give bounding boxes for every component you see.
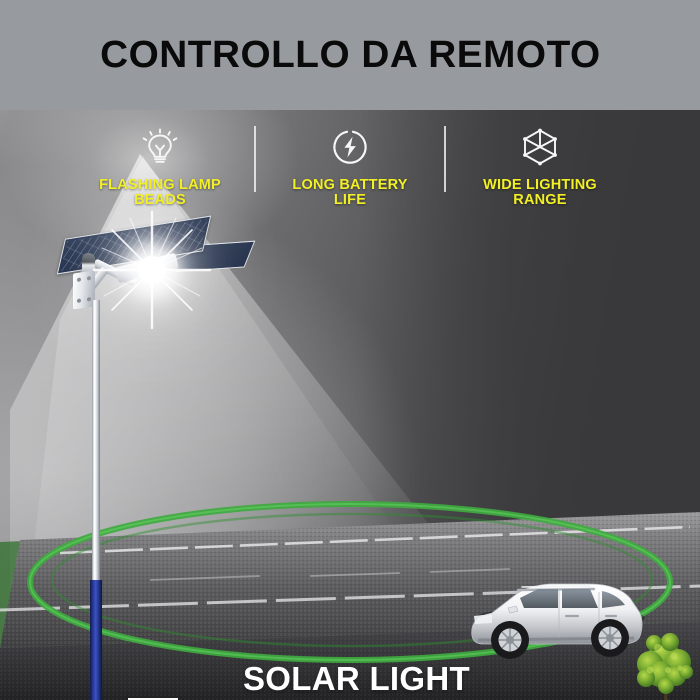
feature-label: FLASHING LAMP BEADS [99, 177, 221, 209]
feature-long-battery-life: LONG BATTERY LIFE [272, 122, 428, 208]
solar-light-wordmark: SOLAR LIGHT [243, 660, 470, 697]
feature-label: LONG BATTERY LIFE [292, 177, 408, 209]
feature-label-line1: FLASHING LAMP [99, 177, 221, 193]
feature-label: WIDE LIGHTING RANGE [483, 177, 597, 209]
lightbulb-icon [137, 122, 183, 172]
battery-bolt-icon [327, 122, 373, 172]
feature-divider [444, 126, 446, 192]
white-suv [471, 583, 643, 659]
green-check-sign [128, 698, 178, 700]
feature-label-line2: RANGE [513, 192, 567, 209]
feature-label-line2: LIFE [333, 192, 367, 209]
feature-label-line1: WIDE LIGHTING [483, 177, 597, 193]
feature-divider [254, 126, 256, 192]
feature-flashing-lamp-beads: FLASHING LAMP BEADS [82, 122, 238, 208]
feature-row: FLASHING LAMP BEADS LONG BATTERY LIFE [0, 122, 700, 222]
header-band: CONTROLLO DA REMOTO [0, 0, 700, 110]
light-flare-core [138, 256, 166, 284]
feature-label-line1: LONG BATTERY [292, 177, 408, 193]
check-sign-plate [128, 698, 178, 700]
feature-label-line2: BEADS [134, 192, 186, 209]
page-title: CONTROLLO DA REMOTO [99, 33, 601, 76]
hexagon-range-icon [517, 122, 563, 172]
feature-wide-lighting-range: WIDE LIGHTING RANGE [462, 122, 618, 208]
lamp-pole-base [90, 580, 102, 700]
green-tree [637, 633, 693, 700]
